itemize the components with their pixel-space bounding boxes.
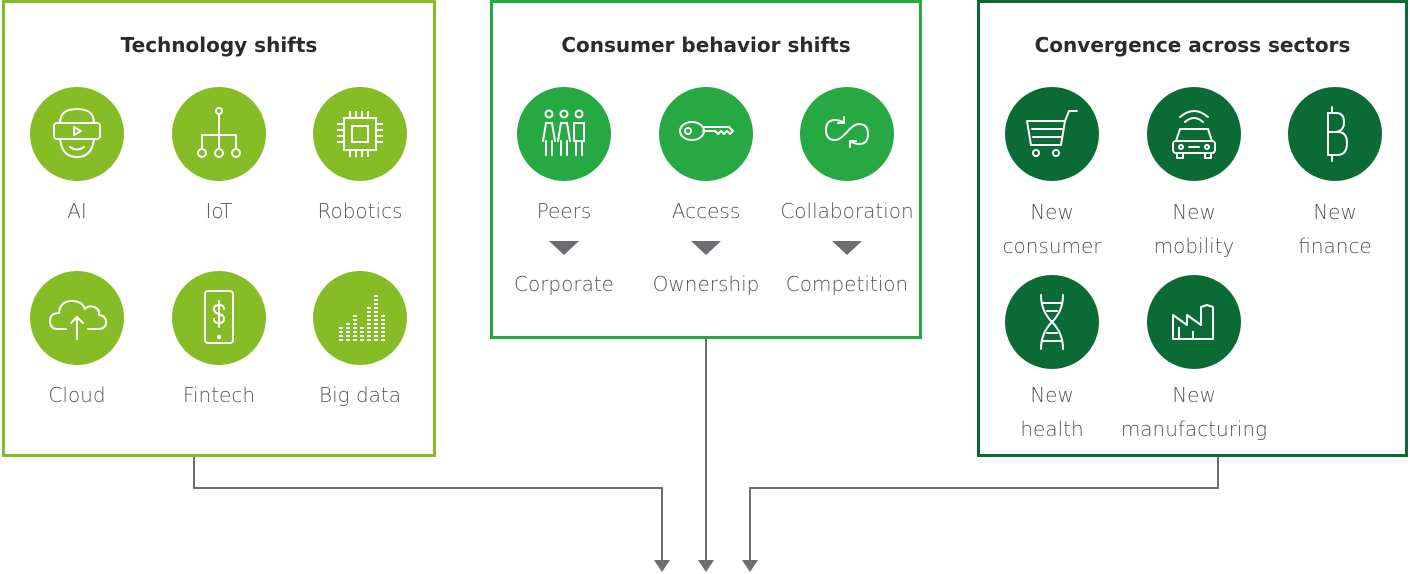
shopping-cart-icon bbox=[1005, 87, 1099, 181]
label-line-2: mobility bbox=[1153, 234, 1235, 258]
label-new-mobility: New mobility bbox=[1119, 195, 1269, 263]
label-access: Access bbox=[671, 199, 741, 223]
label-new-consumer: New consumer bbox=[977, 195, 1127, 263]
label-big-data: Big data bbox=[318, 383, 402, 407]
arrowhead-center bbox=[698, 560, 714, 572]
convergence-across-sectors-panel: Convergence across sectors New consumer … bbox=[977, 0, 1408, 457]
label-ai: AI bbox=[67, 199, 87, 223]
down-arrow-icon bbox=[832, 241, 862, 255]
bar-equalizer-icon bbox=[313, 271, 407, 365]
down-arrow-icon bbox=[549, 241, 579, 255]
network-tree-icon bbox=[172, 87, 266, 181]
label-collaboration: Collaboration bbox=[780, 199, 914, 223]
label-new-health: New health bbox=[977, 378, 1127, 446]
label-iot: IoT bbox=[205, 199, 233, 223]
label-line-2: manufacturing bbox=[1120, 417, 1268, 441]
cloud-upload-icon bbox=[30, 271, 124, 365]
label-line-2: finance bbox=[1298, 234, 1372, 258]
vr-headset-face-icon bbox=[30, 87, 124, 181]
label-competition: Competition bbox=[785, 272, 909, 296]
label-new-manufacturing: New manufacturing bbox=[1119, 378, 1269, 446]
label-line-1: New bbox=[1030, 200, 1074, 224]
connected-car-icon bbox=[1147, 87, 1241, 181]
label-corporate: Corporate bbox=[514, 272, 614, 296]
label-line-1: New bbox=[1313, 200, 1357, 224]
bitcoin-icon bbox=[1288, 87, 1382, 181]
label-line-1: New bbox=[1172, 383, 1216, 407]
factory-icon bbox=[1147, 275, 1241, 369]
label-peers: Peers bbox=[536, 199, 592, 223]
dna-icon bbox=[1005, 275, 1099, 369]
key-icon bbox=[659, 87, 753, 181]
connector-technology bbox=[193, 457, 663, 560]
down-arrow-icon bbox=[691, 241, 721, 255]
connector-convergence bbox=[749, 457, 1219, 560]
arrowhead-right bbox=[742, 560, 758, 572]
label-ownership: Ownership bbox=[652, 272, 760, 296]
label-fintech: Fintech bbox=[182, 383, 256, 407]
technology-shifts-panel: Technology shifts AI IoT bbox=[2, 0, 436, 457]
label-line-1: New bbox=[1030, 383, 1074, 407]
label-line-2: consumer bbox=[1002, 234, 1102, 258]
label-line-1: New bbox=[1172, 200, 1216, 224]
phone-dollar-icon bbox=[172, 271, 266, 365]
people-group-icon bbox=[517, 87, 611, 181]
convergence-across-sectors-title: Convergence across sectors bbox=[1034, 33, 1351, 57]
cycle-arrows-icon bbox=[800, 87, 894, 181]
consumer-behavior-shifts-panel: Consumer behavior shifts Peers Corporate… bbox=[490, 0, 922, 339]
arrowhead-left bbox=[654, 560, 670, 572]
consumer-behavior-shifts-title: Consumer behavior shifts bbox=[561, 33, 851, 57]
label-robotics: Robotics bbox=[317, 199, 403, 223]
label-new-finance: New finance bbox=[1260, 195, 1410, 263]
technology-shifts-title: Technology shifts bbox=[120, 33, 318, 57]
label-line-2: health bbox=[1020, 417, 1084, 441]
label-cloud: Cloud bbox=[48, 383, 106, 407]
microchip-icon bbox=[313, 87, 407, 181]
